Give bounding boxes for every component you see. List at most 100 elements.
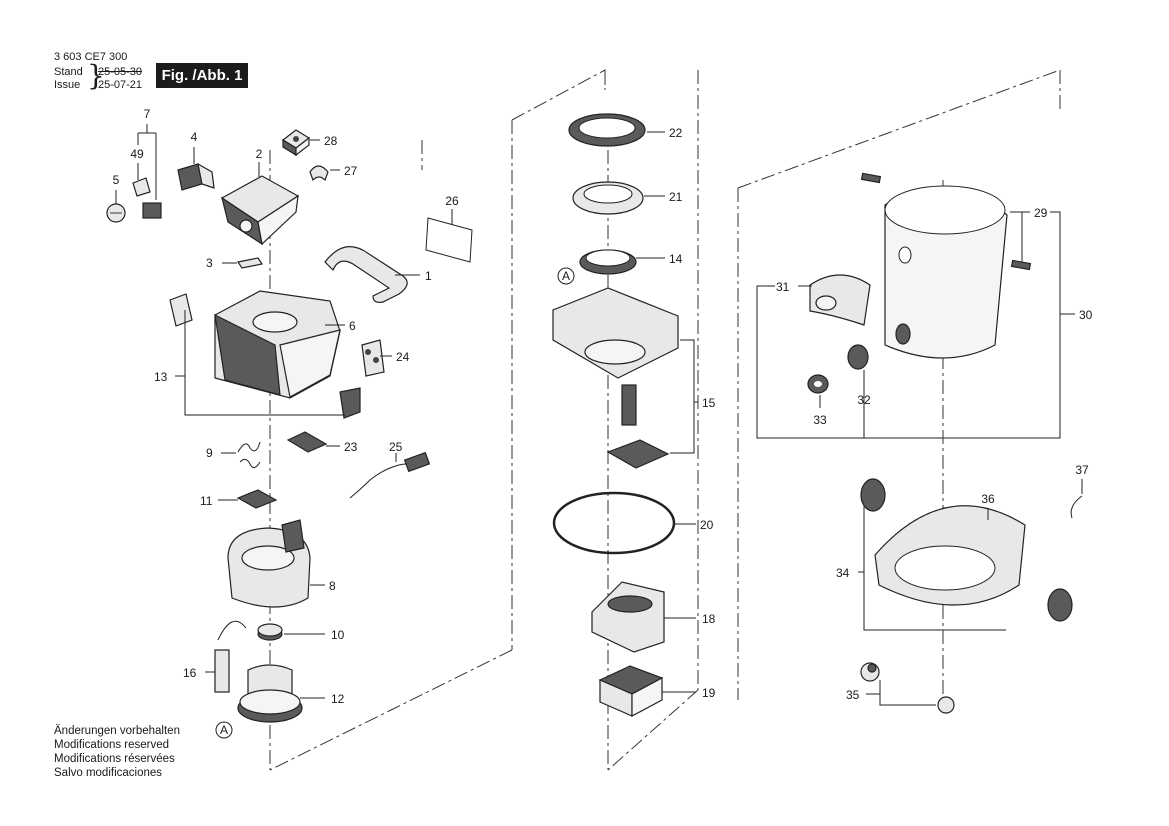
note-es: Salvo modificaciones <box>54 767 163 779</box>
callout-30: 30 <box>1079 308 1093 322</box>
callout-8: 8 <box>329 579 336 593</box>
callout-2: 2 <box>256 147 263 161</box>
frame-line <box>269 649 513 771</box>
note-en: Modifications reserved <box>54 739 170 751</box>
callout-19: 19 <box>702 686 716 700</box>
part-13-latch <box>169 293 193 327</box>
callout-9: 9 <box>206 446 213 460</box>
reference-marker-a-bottom: A <box>215 721 233 739</box>
part-34-wheel-left <box>860 478 886 512</box>
part-18-filter-housing <box>591 581 665 653</box>
part-34-wheel-right <box>1047 588 1073 622</box>
leader-lines <box>115 124 1083 706</box>
part-21-gasket <box>572 181 644 215</box>
part-15-cage <box>552 287 679 469</box>
part-2-control-panel <box>220 175 300 246</box>
part-14-seal <box>579 249 637 275</box>
callout-6: 6 <box>349 319 356 333</box>
stand-date: 25-05-30 <box>98 66 143 78</box>
part-31-inlet <box>809 274 871 326</box>
part-23-switch-bar <box>286 431 328 453</box>
svg-text:A: A <box>562 269 570 283</box>
part-1-handle <box>324 246 408 303</box>
part-36-base <box>874 505 1026 606</box>
callout-15: 15 <box>702 396 716 410</box>
callout-26: 26 <box>445 194 459 208</box>
part-35-caster-1 <box>860 662 880 682</box>
callout-18: 18 <box>702 612 716 626</box>
part-9-wires <box>237 441 261 468</box>
callout-12: 12 <box>331 692 345 706</box>
stand-label: Stand <box>54 66 83 78</box>
part-12-motor <box>237 664 303 723</box>
callout-49: 49 <box>130 147 144 161</box>
part-19-filter <box>598 665 664 717</box>
callout-13: 13 <box>154 370 168 384</box>
part-28-nut <box>281 129 311 157</box>
note-fr: Modifications réservées <box>54 753 175 765</box>
part-10-bearing <box>257 623 283 641</box>
part-latch-right <box>339 387 361 419</box>
frame-left-right-border <box>511 69 606 121</box>
callout-14: 14 <box>669 252 683 266</box>
callout-7: 7 <box>144 107 151 121</box>
part-49-switch <box>132 177 151 197</box>
part-26-label <box>425 217 473 263</box>
callout-27: 27 <box>344 164 358 178</box>
issue-label: Issue <box>54 79 81 91</box>
callout-1: 1 <box>425 269 432 283</box>
callout-23: 23 <box>344 440 358 454</box>
part-11-board <box>236 489 278 509</box>
part-32-fitting <box>847 344 869 370</box>
issue-date: 25-07-21 <box>98 79 143 91</box>
part-4-plug <box>177 162 215 191</box>
callout-5: 5 <box>113 173 120 187</box>
reference-marker-a-top: A <box>557 267 575 285</box>
part-33-nut <box>807 374 829 394</box>
callout-29: 29 <box>1034 206 1048 220</box>
part-8-lower-housing <box>227 519 311 608</box>
part-3-clip <box>237 257 263 269</box>
document-number: 3 603 CE7 300 <box>54 51 128 63</box>
callout-32: 32 <box>857 393 871 407</box>
callout-22: 22 <box>669 126 683 140</box>
callout-11: 11 <box>200 494 213 508</box>
part-37-hook <box>1070 495 1083 519</box>
callout-16: 16 <box>183 666 197 680</box>
callout-36: 36 <box>981 492 995 506</box>
part-25-cable <box>349 451 431 499</box>
part-22-ring <box>568 113 646 147</box>
callout-21: 21 <box>669 190 683 204</box>
part-24-latch <box>361 339 385 377</box>
modification-notes: Änderungen vorbehalten Modifications res… <box>54 724 180 780</box>
callout-33: 33 <box>813 413 827 427</box>
part-20-o-ring <box>552 491 676 555</box>
note-de: Änderungen vorbehalten <box>54 725 180 737</box>
part-27-clip <box>309 165 329 182</box>
callout-31: 31 <box>776 280 790 294</box>
part-6-housing <box>214 290 341 399</box>
callout-35: 35 <box>846 688 860 702</box>
callout-24: 24 <box>396 350 410 364</box>
callout-10: 10 <box>331 628 345 642</box>
callout-3: 3 <box>206 256 213 270</box>
callout-20: 20 <box>700 518 714 532</box>
callout-25: 25 <box>389 440 403 454</box>
frame-line <box>737 69 1061 189</box>
figure-label: Fig. /Abb. 1 <box>156 63 248 88</box>
part-16-brush <box>214 620 247 693</box>
callout-34: 34 <box>836 566 850 580</box>
callout-4: 4 <box>191 130 198 144</box>
callout-labels: 7 49 5 4 2 28 27 26 1 3 6 24 13 23 25 9 … <box>113 107 1093 706</box>
callout-28: 28 <box>324 134 338 148</box>
date-brace: } <box>87 59 105 92</box>
part-5-knob <box>106 203 126 223</box>
svg-text:A: A <box>220 723 228 737</box>
callout-37: 37 <box>1075 463 1089 477</box>
part-29-pins <box>860 172 1032 271</box>
part-35-caster-2 <box>937 696 955 714</box>
part-potentiometer <box>142 202 162 219</box>
part-30-container <box>884 185 1008 359</box>
frame-line <box>607 689 699 771</box>
